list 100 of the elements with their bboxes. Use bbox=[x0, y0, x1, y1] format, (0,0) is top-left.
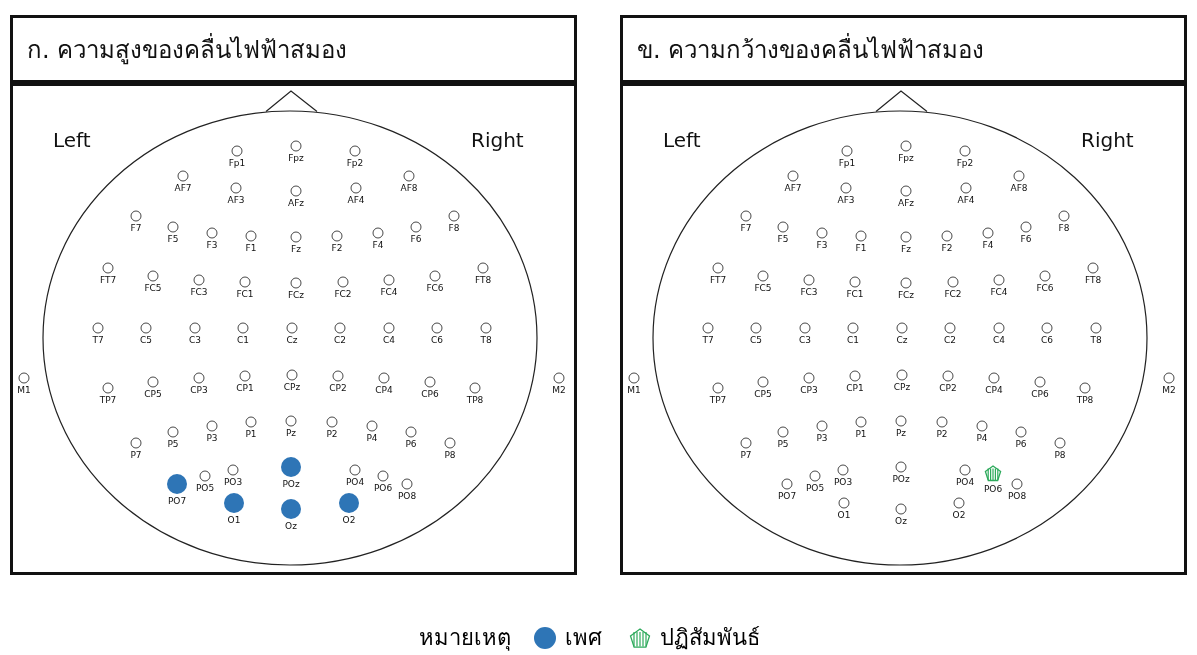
electrode-label: FC3 bbox=[800, 287, 818, 297]
electrode-label: F1 bbox=[855, 243, 867, 253]
electrode-label: P1 bbox=[245, 429, 257, 439]
title-box bbox=[620, 15, 1187, 83]
electrode-label: POz bbox=[282, 479, 300, 489]
electrode-label: FC1 bbox=[236, 289, 254, 299]
electrode-label: PO4 bbox=[955, 477, 975, 487]
electrode-label: CP5 bbox=[144, 389, 162, 399]
electrode-label: AF7 bbox=[784, 183, 802, 193]
electrode-label: C3 bbox=[799, 335, 811, 345]
electrode-label: PO6 bbox=[373, 483, 393, 493]
electrode-label: AFz bbox=[897, 198, 915, 208]
electrode-label: FC5 bbox=[144, 283, 162, 293]
electrode-label: O2 bbox=[342, 515, 356, 525]
electrode-label: M1 bbox=[627, 385, 641, 395]
electrode-label: AF4 bbox=[347, 195, 365, 205]
electrode-label: CP2 bbox=[939, 383, 957, 393]
electrode-label: F3 bbox=[206, 240, 218, 250]
electrode-label: AF8 bbox=[1010, 183, 1028, 193]
electrode-label: CP6 bbox=[1031, 389, 1049, 399]
electrode-label: F3 bbox=[816, 240, 828, 250]
side-label: Right bbox=[1081, 128, 1134, 152]
electrode-label: CP1 bbox=[236, 383, 254, 393]
electrode-label: P4 bbox=[366, 433, 378, 443]
electrode-label: C5 bbox=[140, 335, 152, 345]
electrode-label: FCz bbox=[897, 290, 915, 300]
electrode-label: PO6 bbox=[983, 484, 1003, 494]
electrode-label: FT8 bbox=[474, 275, 492, 285]
electrode-label: M2 bbox=[1162, 385, 1176, 395]
electrode-label: CP4 bbox=[985, 385, 1003, 395]
electrode-label: PO4 bbox=[345, 477, 365, 487]
electrode-label: CPz bbox=[283, 382, 301, 392]
electrode-label: PO3 bbox=[833, 477, 853, 487]
electrode-label: FC6 bbox=[426, 283, 444, 293]
electrode-label: C5 bbox=[750, 335, 762, 345]
electrode-label: FT8 bbox=[1084, 275, 1102, 285]
electrode-label: F8 bbox=[448, 223, 460, 233]
electrode-label: F4 bbox=[982, 240, 994, 250]
electrode-label: C2 bbox=[944, 335, 956, 345]
electrode-label: F7 bbox=[740, 223, 752, 233]
electrode-label: AF4 bbox=[957, 195, 975, 205]
electrode-label: F5 bbox=[777, 234, 789, 244]
electrode-label: TP8 bbox=[1076, 395, 1094, 405]
electrode-label: T7 bbox=[92, 335, 104, 345]
electrode-label: FC2 bbox=[944, 289, 962, 299]
electrode-label: P5 bbox=[167, 439, 179, 449]
electrode-label: C4 bbox=[993, 335, 1005, 345]
electrode-label: F2 bbox=[331, 243, 343, 253]
electrode-label: FC1 bbox=[846, 289, 864, 299]
electrode-label: Pz bbox=[285, 428, 297, 438]
electrode-label: M2 bbox=[552, 385, 566, 395]
electrode-label: CP4 bbox=[375, 385, 393, 395]
electrode-label: C1 bbox=[847, 335, 859, 345]
legend-text: ปฏิสัมพันธ์ bbox=[660, 624, 760, 652]
electrode-label: PO7 bbox=[777, 491, 797, 501]
electrode-label: C2 bbox=[334, 335, 346, 345]
electrode-label: O2 bbox=[952, 510, 966, 520]
electrode-label: P6 bbox=[1015, 439, 1027, 449]
electrode-label: Fpz bbox=[288, 153, 304, 163]
electrode-label: AF3 bbox=[227, 195, 245, 205]
electrode-label: Fp1 bbox=[838, 158, 856, 168]
electrode-label: POz bbox=[892, 474, 910, 484]
electrode-label: FC4 bbox=[380, 287, 398, 297]
electrode-label: AF7 bbox=[174, 183, 192, 193]
electrode-label: C4 bbox=[383, 335, 395, 345]
electrode-label: PO3 bbox=[223, 477, 243, 487]
electrode-label: CP2 bbox=[329, 383, 347, 393]
electrode-label: FC5 bbox=[754, 283, 772, 293]
electrode-label: FT7 bbox=[709, 275, 727, 285]
electrode-label: PO5 bbox=[805, 483, 825, 493]
electrode-label: FC2 bbox=[334, 289, 352, 299]
electrode-label: TP7 bbox=[99, 395, 117, 405]
electrode-label: PO8 bbox=[397, 491, 417, 501]
electrode-label: F2 bbox=[941, 243, 953, 253]
electrode-label: FT7 bbox=[99, 275, 117, 285]
electrode-label: P8 bbox=[1054, 450, 1066, 460]
electrode-label: C6 bbox=[1041, 335, 1053, 345]
electrode-label: C3 bbox=[189, 335, 201, 345]
electrode-label: P3 bbox=[206, 433, 218, 443]
electrode-label: PO7 bbox=[167, 496, 187, 506]
electrode-label: AF3 bbox=[837, 195, 855, 205]
electrode-label: FC6 bbox=[1036, 283, 1054, 293]
electrode-label: TP7 bbox=[709, 395, 727, 405]
title-box bbox=[10, 15, 577, 83]
electrode-label: CP6 bbox=[421, 389, 439, 399]
electrode-label: PO8 bbox=[1007, 491, 1027, 501]
electrode-label: F8 bbox=[1058, 223, 1070, 233]
electrode-label: F5 bbox=[167, 234, 179, 244]
electrode-label: P2 bbox=[326, 429, 338, 439]
electrode-label: Fp2 bbox=[346, 158, 364, 168]
electrode-label: O1 bbox=[227, 515, 241, 525]
electrode-label: P5 bbox=[777, 439, 789, 449]
electrode-label: F1 bbox=[245, 243, 257, 253]
electrode-label: AFz bbox=[287, 198, 305, 208]
side-label: Left bbox=[53, 128, 91, 152]
electrode-label: AF8 bbox=[400, 183, 418, 193]
electrode-label: Cz bbox=[286, 335, 298, 345]
electrode-label: CP3 bbox=[190, 385, 208, 395]
electrode-label: FC4 bbox=[990, 287, 1008, 297]
legend-title: หมายเหตุ bbox=[419, 624, 511, 653]
